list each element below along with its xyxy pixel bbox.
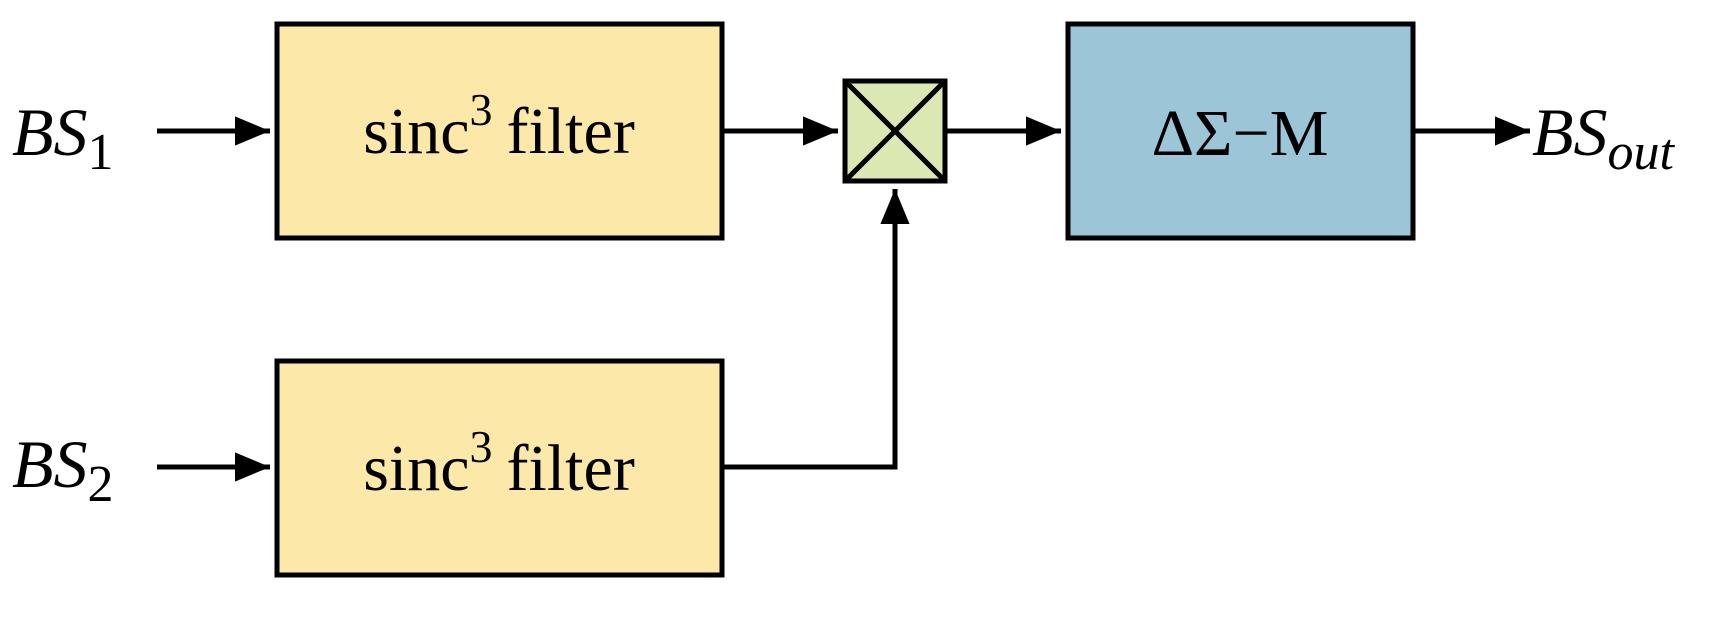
input-2-symbol: BS — [12, 426, 88, 502]
filter-1-superscript: 3 — [470, 84, 493, 135]
input-label-bs1: BS1 — [12, 94, 114, 181]
filter-block-1: sinc3 filter — [274, 21, 725, 241]
filter-1-label: sinc3 filter — [363, 84, 635, 168]
modulator-label: ΔΣ−M — [1152, 97, 1329, 170]
input-label-bs2: BS2 — [12, 426, 114, 513]
input-1-symbol: BS — [12, 94, 88, 170]
filter-2-suffix: filter — [507, 432, 635, 505]
output-label-bsout: BSout — [1532, 94, 1676, 181]
wire-filter2-to-multiplier — [722, 189, 910, 470]
multiplier-block — [842, 78, 948, 184]
multiplier-cross-icon — [843, 79, 947, 183]
filter-1-suffix: filter — [507, 95, 635, 168]
filter-2-superscript: 3 — [470, 421, 493, 472]
output-subscript: out — [1608, 124, 1676, 181]
filter-2-label: sinc3 filter — [363, 421, 635, 505]
modulator-block: ΔΣ−M — [1065, 21, 1416, 241]
filter-1-name: sinc — [363, 95, 469, 168]
input-1-subscript: 1 — [88, 124, 114, 181]
input-2-subscript: 2 — [88, 456, 114, 513]
filter-2-name: sinc — [363, 432, 469, 505]
output-symbol: BS — [1532, 94, 1608, 170]
filter-block-2: sinc3 filter — [274, 358, 725, 578]
